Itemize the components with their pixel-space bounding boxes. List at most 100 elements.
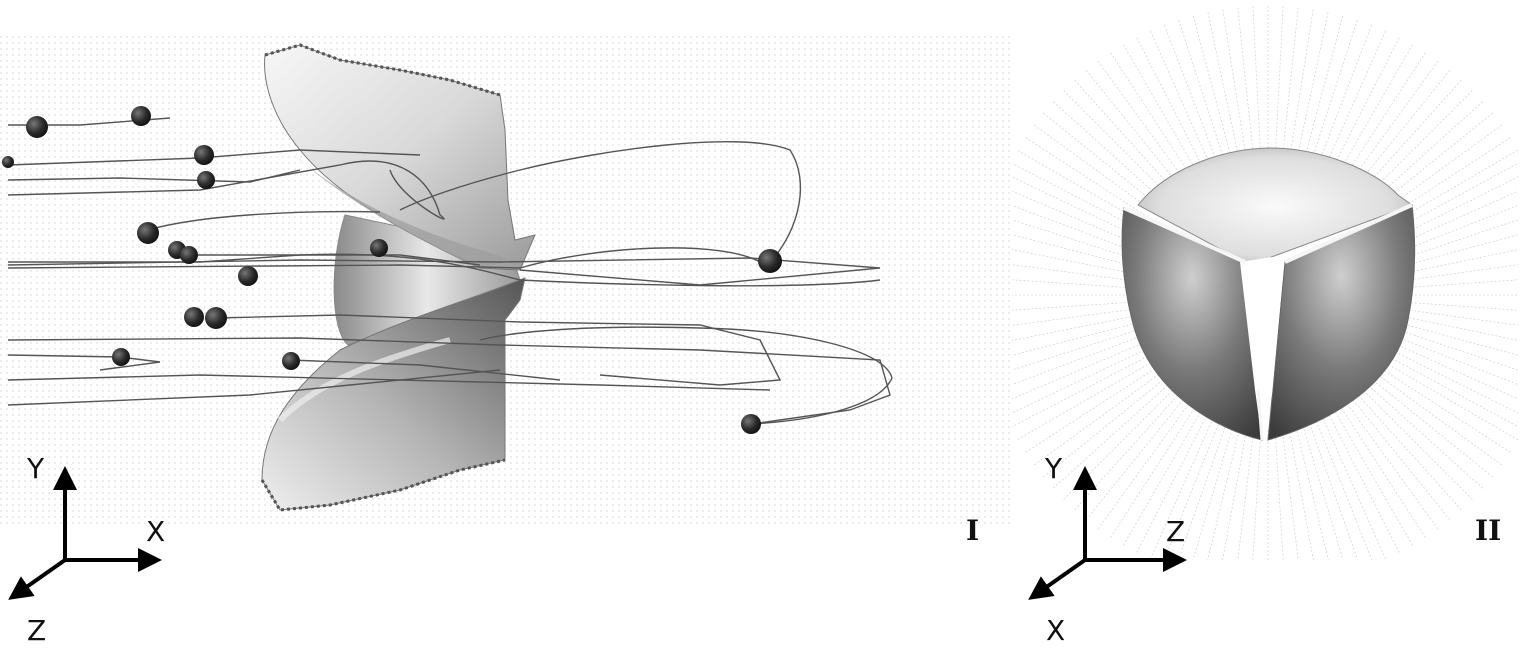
radial-line [1399,234,1519,268]
radial-line [1207,426,1241,561]
radial-line [1391,176,1519,241]
radial-line [1033,124,1160,216]
radial-line [1274,429,1284,561]
radial-line [1109,407,1195,539]
radial-line [1011,329,1138,371]
radial-line [1288,8,1314,162]
radial-line [1052,100,1168,205]
radial-line [1402,301,1519,311]
radial-line [1388,355,1519,428]
radial-line [1011,264,1134,282]
radial-line [1097,403,1189,530]
radial-line [1358,395,1463,511]
radial-line [1372,379,1494,478]
radial-line [1347,60,1439,187]
radial-line [1295,426,1329,561]
radial-line [1011,343,1143,400]
radial-line [1207,11,1241,164]
axis-label-x: X [1046,614,1065,647]
radial-line [1062,89,1173,200]
radial-line [1011,234,1137,268]
radial-line [1135,36,1208,175]
axis-label-z: Z [1166,515,1185,548]
radial-line [1122,43,1201,179]
radial-grid [1011,5,1519,561]
radial-line [1109,51,1195,183]
axis-triad-i [8,466,162,600]
radial-line [1135,415,1208,554]
radial-line [1347,403,1439,530]
radial-line [1328,415,1401,554]
radial-line [1309,19,1358,167]
radial-line [1341,51,1427,183]
radial-line [1396,205,1519,254]
radial-line [1237,6,1255,161]
radial-line [1328,36,1401,175]
valve-leaflet-upper-shade [290,150,515,268]
radial-line [1085,399,1184,521]
radial-line [1402,264,1519,282]
panel-ii: Y Z X II [1011,5,1519,647]
radial-line [1302,14,1344,165]
radial-line [1281,429,1299,561]
radial-line [1016,362,1152,441]
radial-line [1011,190,1143,247]
radial-line [1073,79,1178,195]
radial-line [1011,205,1140,254]
axis-label-x: X [146,515,165,548]
radial-line [1335,43,1414,179]
radial-line [1178,19,1227,167]
radial-line [1309,423,1358,561]
panel-label-i: I [966,514,979,547]
radial-line [1252,429,1262,561]
radial-line [1295,11,1329,164]
radial-line [1237,429,1255,561]
radial-line [1396,336,1519,385]
radial-line [1352,69,1451,191]
radial-line [1391,349,1519,414]
radial-line [1252,5,1262,161]
radial-line [1052,385,1168,490]
radial-line [1335,411,1414,547]
radial-line [1393,343,1519,400]
radial-line [1163,24,1220,170]
radial-line [1011,315,1135,341]
radial-line [1011,349,1145,414]
radial-line [1322,29,1387,172]
particle-markers [2,106,782,434]
axis-triad-ii [1028,466,1187,600]
radial-line [1192,14,1234,165]
radial-line [1024,368,1156,454]
radial-line [1363,390,1474,501]
radial-line [1398,219,1519,261]
radial-line [1011,219,1138,261]
panel-i: Y X Z I [0,35,1010,647]
radial-line [1062,390,1173,501]
radial-line [1011,322,1137,356]
radial-line [1042,379,1164,478]
radial-line [1178,423,1227,561]
radial-line [1222,8,1248,162]
radial-line [1073,395,1178,511]
axis-label-y: Y [1044,452,1063,485]
radial-line [1011,336,1140,385]
axis-label-z: Z [27,614,46,647]
radial-line [1402,279,1519,289]
radial-line [1316,420,1373,561]
radial-line [1393,190,1519,247]
radial-line [1011,355,1148,428]
axis-label-y: Y [26,452,45,485]
radial-line [1380,368,1512,454]
radial-line [1398,329,1519,371]
radial-line [1149,29,1214,172]
radial-line [1011,279,1134,289]
valve-leaflet-lower [261,277,526,511]
radial-line [1322,418,1387,561]
radial-line [1085,69,1184,191]
radial-line [1033,374,1160,466]
radial-line [1368,385,1484,490]
radial-line [1042,112,1164,211]
radial-line [1011,249,1135,275]
radial-line [1149,418,1214,561]
